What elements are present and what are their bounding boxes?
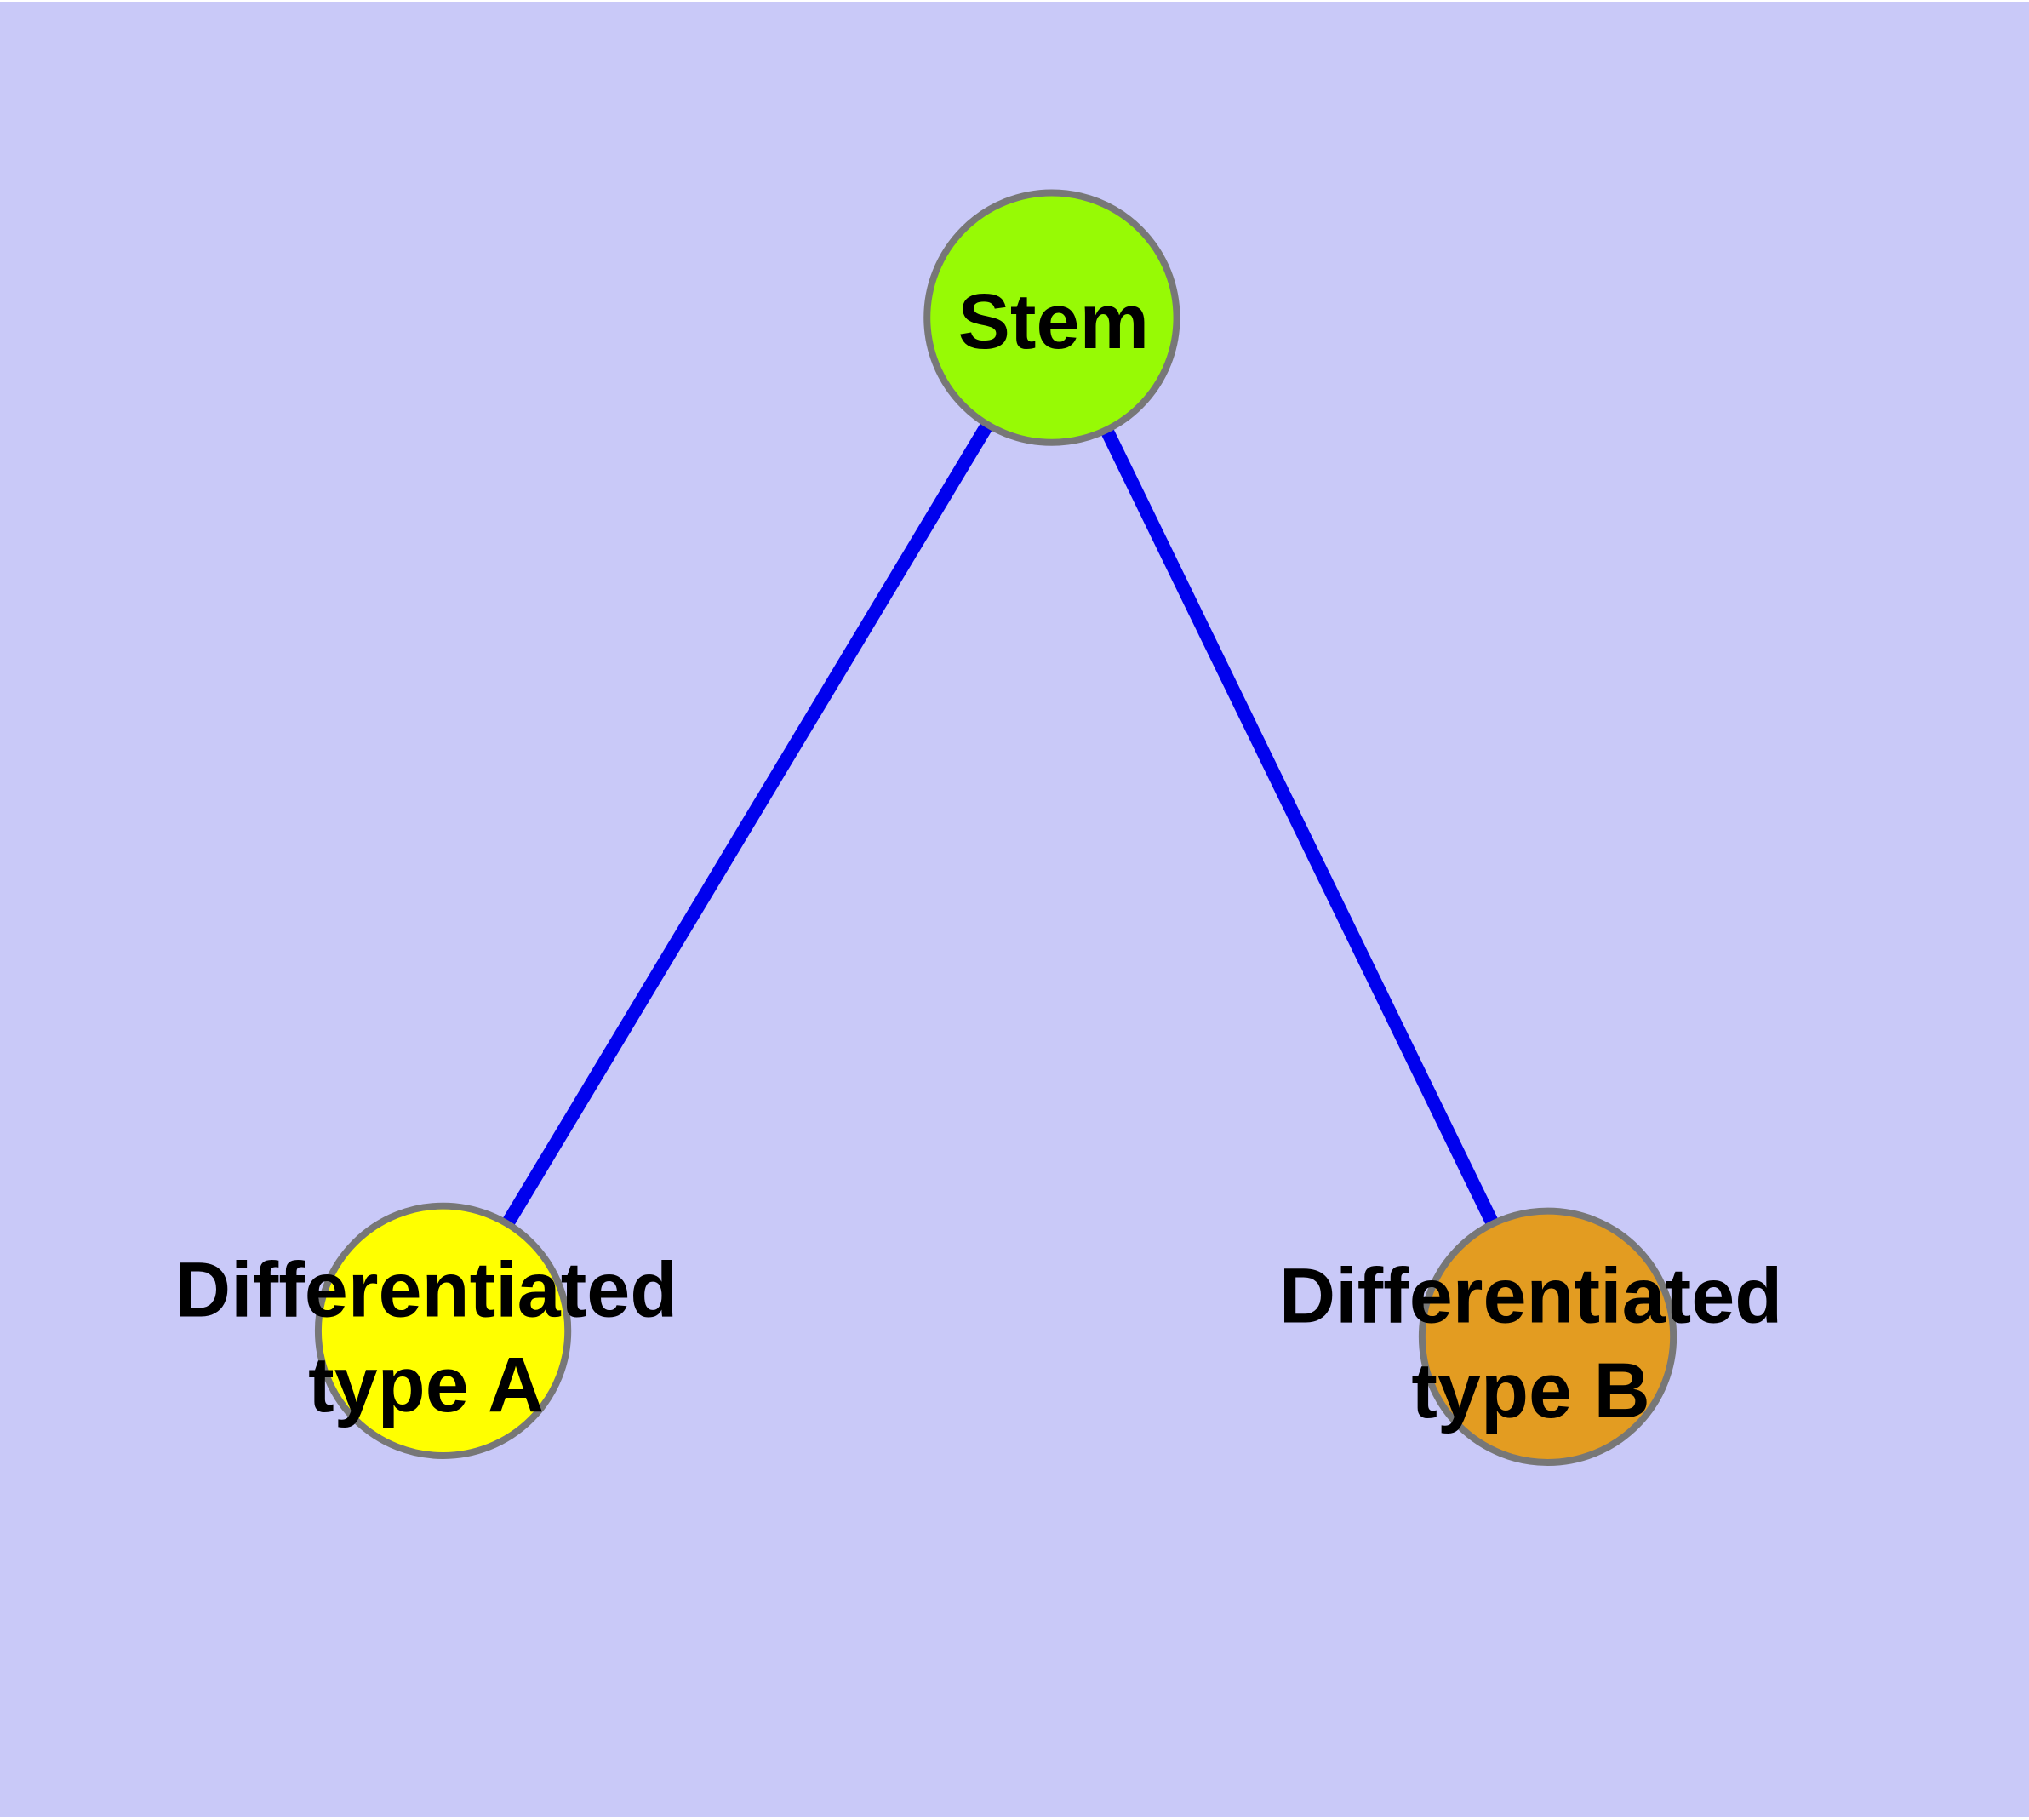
node-diff-type-b-label-line1: Differentiated	[1279, 1252, 1782, 1339]
node-diff-type-a-label-line2: type A	[308, 1342, 544, 1428]
edge-stem-a	[437, 314, 1058, 1335]
node-diff-type-a-label-line1: Differentiated	[174, 1246, 677, 1333]
node-diff-type-b-label-line2: type B	[1411, 1348, 1649, 1434]
node-diff-type-b-circle[interactable]	[1418, 1207, 1677, 1466]
node-stem[interactable]: Stem	[923, 189, 1180, 446]
node-stem-label-line1: Stem	[958, 278, 1149, 365]
node-diff-type-a[interactable]: Differentiated type A	[174, 1202, 677, 1459]
node-diff-type-b[interactable]: Differentiated type B	[1279, 1207, 1782, 1466]
node-diff-type-a-circle[interactable]	[314, 1202, 572, 1459]
edge-stem-b	[1045, 314, 1554, 1340]
node-stem-circle[interactable]	[923, 189, 1180, 446]
